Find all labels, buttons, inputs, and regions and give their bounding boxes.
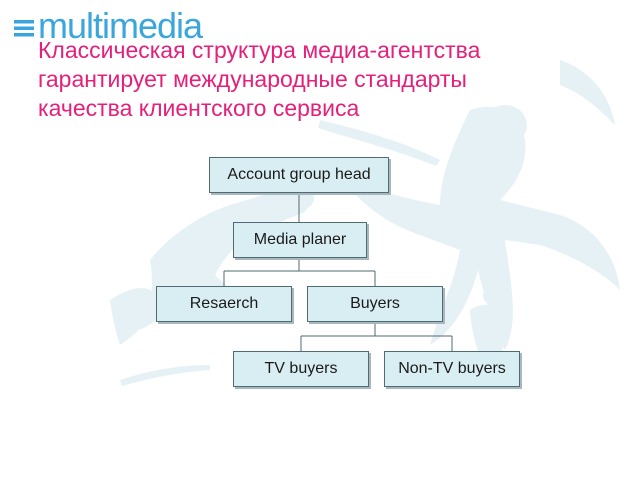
multimedia-logo: multimedia <box>14 5 203 46</box>
headline-line-1: Классическая структура медиа-агентства <box>38 37 481 63</box>
slide-headline: Классическая структура медиа-агентства г… <box>38 36 598 123</box>
node-research: Resaerch <box>156 286 292 322</box>
logo-wordmark: multimedia <box>38 5 203 46</box>
logo-bars-icon <box>14 20 34 37</box>
node-tv-buyers: TV buyers <box>233 351 369 387</box>
node-non-tv-buyers: Non-TV buyers <box>384 351 520 387</box>
node-buyers: Buyers <box>307 286 443 322</box>
node-account-group-head: Account group head <box>209 157 389 193</box>
headline-line-3: качества клиентского сервиса <box>38 95 360 121</box>
headline-line-2: гарантирует международные стандарты <box>38 66 467 92</box>
node-media-planer: Media planer <box>233 222 367 258</box>
